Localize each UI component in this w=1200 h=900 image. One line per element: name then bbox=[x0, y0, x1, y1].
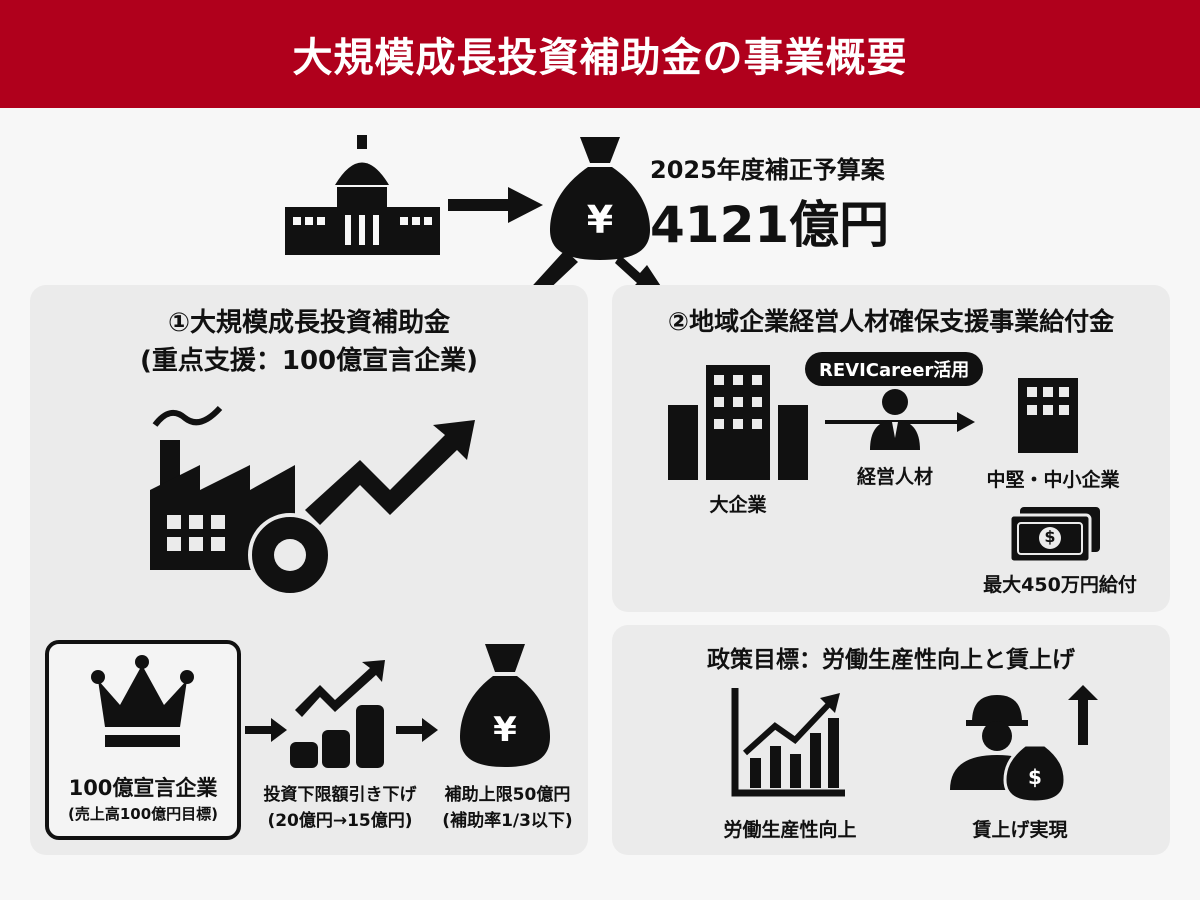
productivity-label: 労働生産性向上 bbox=[723, 819, 857, 841]
step1-title: 100億宣言企業 bbox=[68, 776, 218, 800]
productivity-chart-icon bbox=[731, 688, 845, 797]
worker-wage-increase-icon bbox=[950, 685, 1098, 804]
arrow-right-icon bbox=[245, 718, 287, 742]
payment-label: 最大450万円給付 bbox=[983, 574, 1137, 596]
page-title: 大規模成長投資補助金の事業概要 bbox=[292, 35, 908, 81]
business-person-icon bbox=[870, 389, 920, 450]
budget-label: 2025年度補正予算案 bbox=[650, 156, 885, 184]
arrow-right-icon bbox=[448, 187, 543, 223]
wage-bag-symbol: $ bbox=[1028, 765, 1042, 789]
arrow-right-icon bbox=[396, 718, 438, 742]
right-top-title: ②地域企業経営人材確保支援事業給付金 bbox=[667, 307, 1115, 336]
left-panel-title: ①大規模成長投資補助金 bbox=[167, 308, 450, 338]
parliament-building-icon bbox=[285, 135, 440, 255]
step1-subtitle: (売上高100億円目標) bbox=[67, 805, 219, 823]
step2-subtitle: (20億円→15億円) bbox=[267, 811, 413, 831]
small-bag-symbol: ¥ bbox=[493, 710, 517, 750]
factory-growth-icon bbox=[150, 405, 475, 597]
policy-goal-title: 政策目標：労働生産性向上と賃上げ bbox=[707, 647, 1075, 673]
money-bag-symbol: ¥ bbox=[586, 198, 614, 242]
policy-goal-panel bbox=[612, 625, 1170, 855]
coins-growth-icon bbox=[290, 660, 385, 768]
crown-icon bbox=[91, 655, 194, 747]
header-banner: 大規模成長投資補助金の事業概要 bbox=[0, 0, 1200, 108]
management-talent-label: 経営人材 bbox=[856, 466, 933, 488]
step3-subtitle: (補助率1/3以下) bbox=[442, 811, 573, 831]
yen-money-bag-icon bbox=[550, 137, 650, 260]
large-company-building-icon bbox=[668, 365, 808, 480]
budget-amount: 4121億円 bbox=[650, 196, 890, 254]
large-company-label: 大企業 bbox=[709, 494, 767, 516]
yen-money-bag-icon bbox=[460, 644, 550, 767]
step2-title: 投資下限額引き下げ bbox=[263, 785, 417, 805]
wage-increase-label: 賃上げ実現 bbox=[972, 819, 1068, 841]
sme-label: 中堅・中小企業 bbox=[986, 469, 1120, 491]
left-panel-subtitle: (重点支援：100億宣言企業) bbox=[139, 346, 479, 376]
revicareer-badge: REVICareer活用 bbox=[805, 352, 984, 386]
cash-bills-icon bbox=[1008, 507, 1100, 564]
cash-symbol: $ bbox=[1044, 527, 1056, 546]
step3-title: 補助上限50億円 bbox=[444, 785, 571, 805]
sme-building-icon bbox=[1018, 378, 1078, 453]
